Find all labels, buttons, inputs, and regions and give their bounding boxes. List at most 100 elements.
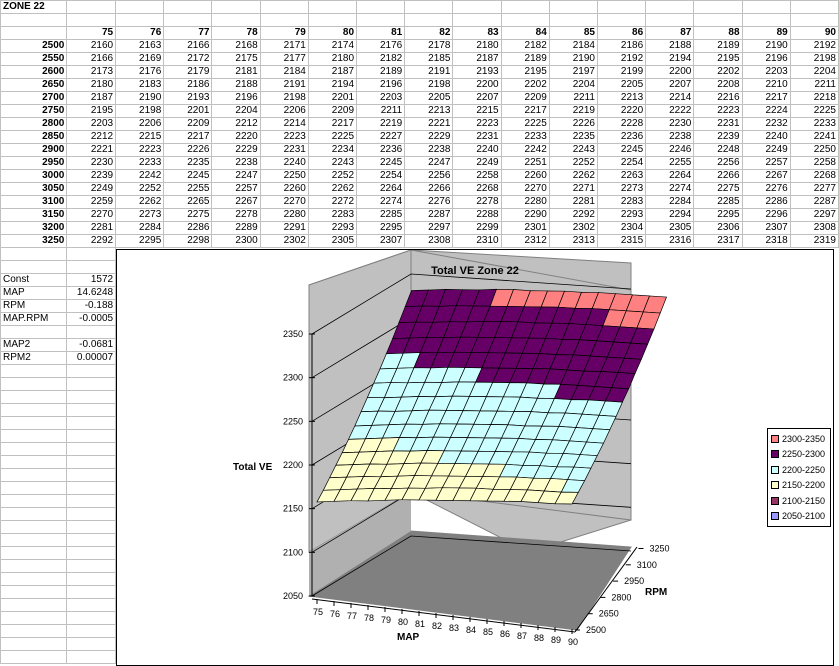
ve-value-cell[interactable]: 2224 [741, 104, 791, 118]
coefficient-label-cell[interactable]: RPM [0, 299, 68, 313]
ve-value-cell[interactable]: 2208 [693, 78, 743, 92]
ve-value-cell[interactable]: 2187 [66, 91, 117, 105]
ve-value-cell[interactable]: 2306 [693, 221, 743, 235]
coefficient-value-cell[interactable]: 0.00007 [66, 351, 117, 365]
coefficient-label-cell[interactable]: MAP.RPM [0, 312, 68, 326]
ve-value-cell[interactable]: 2199 [596, 65, 647, 79]
empty-cell[interactable] [741, 13, 791, 27]
ve-value-cell[interactable]: 2203 [356, 91, 406, 105]
ve-value-cell[interactable]: 2186 [163, 78, 213, 92]
empty-cell[interactable] [404, 13, 454, 27]
ve-value-cell[interactable]: 2316 [645, 234, 695, 248]
rpm-header-cell[interactable]: 2950 [0, 156, 68, 170]
ve-value-cell[interactable]: 2197 [548, 65, 598, 79]
ve-value-cell[interactable]: 2270 [500, 182, 550, 196]
map-header-cell[interactable]: 80 [307, 26, 358, 40]
coefficient-label-cell[interactable]: MAP2 [0, 338, 68, 352]
map-header-cell[interactable]: 90 [789, 26, 839, 40]
ve-value-cell[interactable]: 2196 [741, 52, 791, 66]
empty-cell[interactable] [66, 507, 117, 521]
ve-value-cell[interactable]: 2220 [211, 130, 261, 144]
ve-value-cell[interactable]: 2243 [307, 156, 358, 170]
map-header-cell[interactable]: 79 [259, 26, 309, 40]
sheet-title-cell[interactable]: ZONE 22 [0, 0, 68, 14]
ve-value-cell[interactable]: 2227 [356, 130, 406, 144]
empty-cell[interactable] [0, 650, 68, 664]
ve-value-cell[interactable]: 2292 [548, 208, 598, 222]
ve-value-cell[interactable]: 2302 [259, 234, 309, 248]
ve-value-cell[interactable]: 2276 [404, 195, 454, 209]
ve-value-cell[interactable]: 2262 [548, 169, 598, 183]
ve-value-cell[interactable]: 2198 [789, 52, 839, 66]
ve-value-cell[interactable]: 2249 [741, 143, 791, 157]
ve-value-cell[interactable]: 2188 [211, 78, 261, 92]
rpm-header-cell[interactable]: 3250 [0, 234, 68, 248]
ve-value-cell[interactable]: 2252 [548, 156, 598, 170]
rpm-header-cell[interactable]: 2750 [0, 104, 68, 118]
empty-cell[interactable] [645, 13, 695, 27]
ve-value-cell[interactable]: 2176 [115, 65, 165, 79]
empty-cell[interactable] [0, 585, 68, 599]
ve-value-cell[interactable]: 2302 [548, 221, 598, 235]
ve-value-cell[interactable]: 2299 [452, 221, 502, 235]
empty-cell[interactable] [66, 247, 117, 261]
ve-value-cell[interactable]: 2307 [741, 221, 791, 235]
rpm-header-cell[interactable]: 3100 [0, 195, 68, 209]
empty-cell[interactable] [115, 0, 165, 14]
ve-value-cell[interactable]: 2305 [645, 221, 695, 235]
empty-cell[interactable] [548, 13, 598, 27]
empty-cell[interactable] [66, 637, 117, 651]
ve-value-cell[interactable]: 2198 [115, 104, 165, 118]
ve-value-cell[interactable]: 2201 [307, 91, 358, 105]
ve-value-cell[interactable]: 2232 [741, 117, 791, 131]
map-header-cell[interactable]: 75 [66, 26, 117, 40]
ve-value-cell[interactable]: 2239 [66, 169, 117, 183]
map-header-cell[interactable]: 86 [596, 26, 647, 40]
empty-cell[interactable] [66, 455, 117, 469]
ve-value-cell[interactable]: 2243 [548, 143, 598, 157]
ve-value-cell[interactable]: 2254 [356, 169, 406, 183]
empty-cell[interactable] [66, 377, 117, 391]
coefficient-value-cell[interactable] [66, 325, 117, 339]
ve-value-cell[interactable]: 2192 [789, 39, 839, 53]
ve-value-cell[interactable]: 2272 [307, 195, 358, 209]
ve-value-cell[interactable]: 2252 [307, 169, 358, 183]
ve-value-cell[interactable]: 2280 [259, 208, 309, 222]
coefficient-value-cell[interactable]: -0.188 [66, 299, 117, 313]
map-header-cell[interactable]: 82 [404, 26, 454, 40]
empty-cell[interactable] [548, 0, 598, 14]
ve-value-cell[interactable]: 2290 [500, 208, 550, 222]
ve-value-cell[interactable]: 2203 [741, 65, 791, 79]
ve-value-cell[interactable]: 2304 [596, 221, 647, 235]
empty-cell[interactable] [66, 650, 117, 664]
empty-cell[interactable] [66, 481, 117, 495]
ve-value-cell[interactable]: 2284 [115, 221, 165, 235]
ve-value-cell[interactable]: 2242 [115, 169, 165, 183]
ve-value-cell[interactable]: 2217 [741, 91, 791, 105]
empty-cell[interactable] [0, 364, 68, 378]
ve-value-cell[interactable]: 2231 [259, 143, 309, 157]
ve-value-cell[interactable]: 2176 [356, 39, 406, 53]
ve-value-cell[interactable]: 2262 [115, 195, 165, 209]
ve-value-cell[interactable]: 2295 [356, 221, 406, 235]
empty-cell[interactable] [0, 390, 68, 404]
ve-value-cell[interactable]: 2258 [452, 169, 502, 183]
empty-cell[interactable] [789, 0, 839, 14]
ve-value-cell[interactable]: 2172 [163, 52, 213, 66]
ve-value-cell[interactable]: 2317 [693, 234, 743, 248]
ve-value-cell[interactable]: 2266 [404, 182, 454, 196]
rpm-header-cell[interactable]: 2700 [0, 91, 68, 105]
ve-value-cell[interactable]: 2229 [211, 143, 261, 157]
ve-value-cell[interactable]: 2217 [163, 130, 213, 144]
empty-cell[interactable] [0, 598, 68, 612]
ve-value-cell[interactable]: 2260 [259, 182, 309, 196]
empty-cell[interactable] [66, 364, 117, 378]
empty-cell[interactable] [0, 481, 68, 495]
ve-value-cell[interactable]: 2213 [404, 104, 454, 118]
empty-cell[interactable] [115, 13, 165, 27]
empty-cell[interactable] [66, 390, 117, 404]
ve-value-cell[interactable]: 2175 [211, 52, 261, 66]
map-header-cell[interactable]: 89 [741, 26, 791, 40]
ve-value-cell[interactable]: 2230 [66, 156, 117, 170]
